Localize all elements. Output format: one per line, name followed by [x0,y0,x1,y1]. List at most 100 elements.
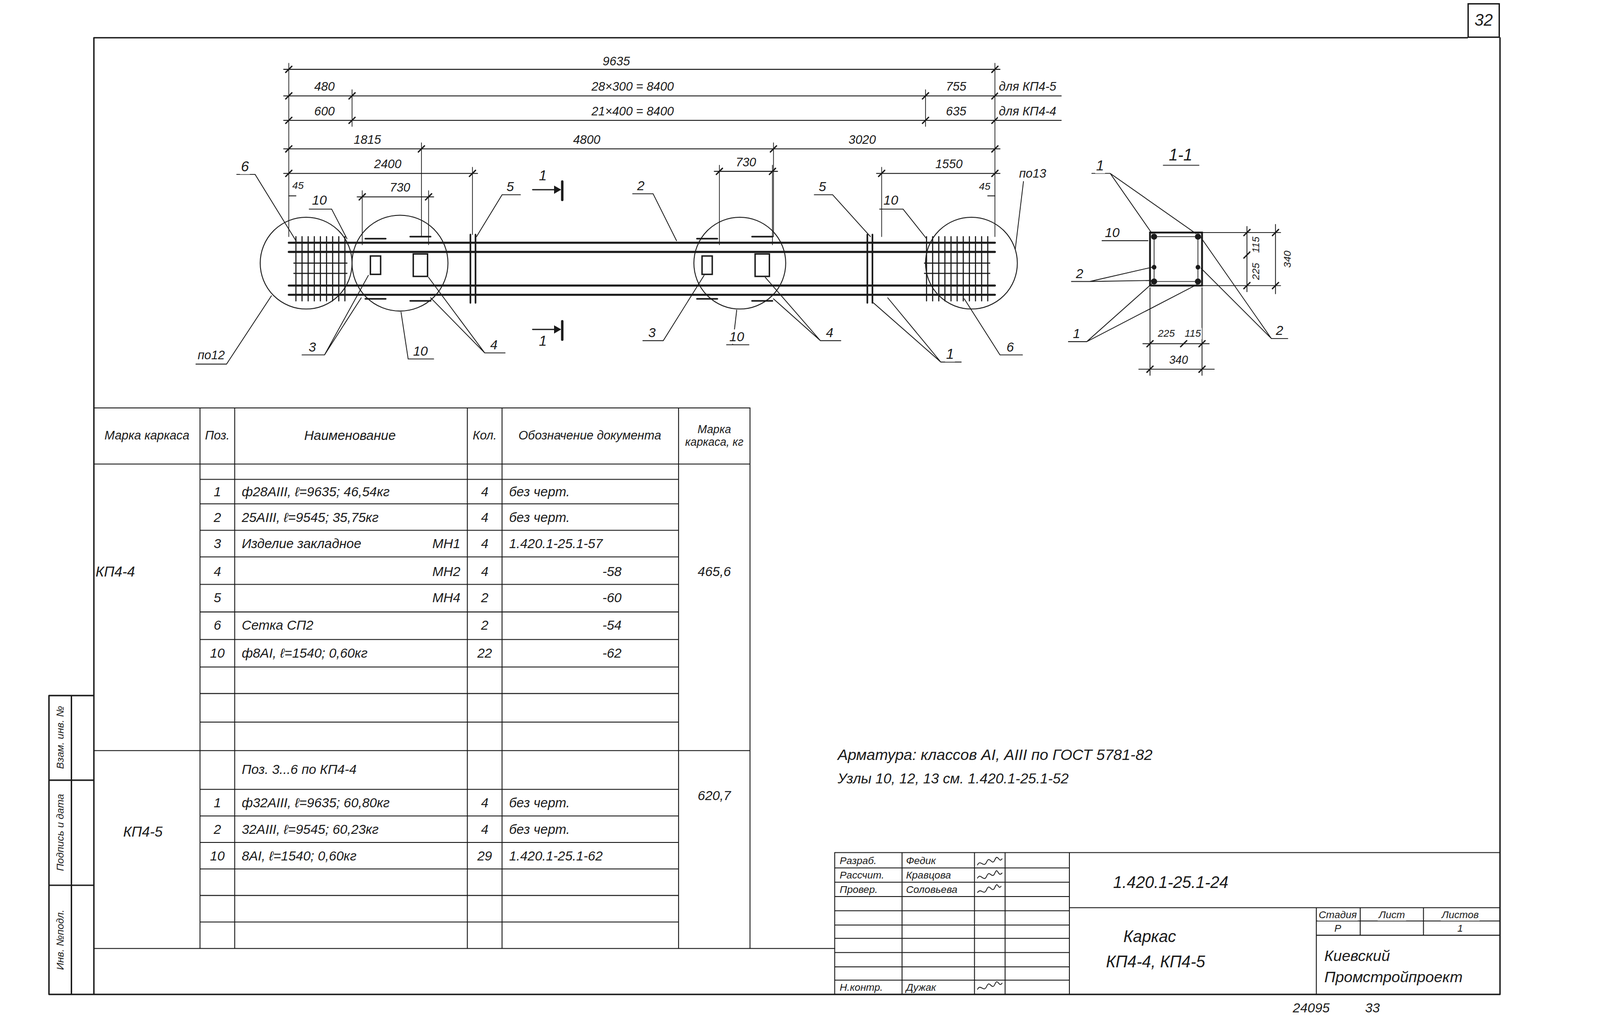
dimension-text: 340 [1282,249,1294,269]
dimension-text: 3020 [847,132,877,147]
stamp-text: Промстройпроект [1323,969,1464,986]
detail-circle [693,217,786,310]
section-cut [532,189,555,330]
dimension-text: 635 [944,104,968,119]
table-cell: 10 [209,848,226,864]
table-cell: 2 [212,509,222,525]
section-arrow [554,325,562,334]
table-cell: 4 [480,822,490,837]
table-cell: без черт. [508,484,571,500]
callout-number: 10 [728,329,746,344]
page-number-box: 32 [1467,3,1500,38]
dimension-text: 340 [1168,353,1189,367]
stamp-text: Кравцова [905,870,953,882]
stamp-text: 1 [1456,922,1465,935]
section-arrow [554,185,562,194]
stamp-text: Разраб. [838,855,878,867]
dimension-text: 115 [1183,328,1202,340]
dimension-text: 1815 [353,132,382,147]
table-header: Марка каркаса, кг [679,423,749,449]
table-cell: 4 [480,536,490,551]
stamp-text: Н.контр. [838,982,885,994]
table-cell: 29 [476,848,494,864]
table-cell: 1 [212,484,222,500]
stamp-text: Каркас [1122,927,1178,946]
section-title: 1-1 [1168,146,1194,165]
table-header: Обозначение документа [512,429,668,443]
section-ties [1154,236,1198,282]
table-cell: 8АI, ℓ=1540; 0,60кг [240,848,358,864]
ties [293,236,991,302]
signatures [977,857,1002,990]
callout-number: 3 [307,339,317,354]
table-header: Поз. [204,429,231,443]
table-cell: 2 [212,822,222,837]
dimension-ticks [285,66,999,200]
table-cell: 4 [480,563,490,579]
page-number: 32 [1474,11,1493,30]
callout-number: 1 [944,346,955,363]
callout-number: 1 [537,333,548,349]
table-cell: без черт. [508,822,571,837]
extension-lines [288,63,995,245]
embedded-item [413,253,428,277]
callout-number: по13 [1017,166,1047,181]
stamp-text: Лист [1377,909,1406,922]
dimension-lines [283,69,1062,198]
stamp-text: Стадия [1317,909,1358,922]
dimension-text: для КП4-5 [998,79,1058,94]
table-cell: -62 [601,645,623,661]
dimension-text: 2400 [373,157,403,171]
section-cut [560,181,564,340]
stamp-text: Взам. инв. № [54,705,66,771]
section-ticks [1146,229,1279,373]
stamp-text: Соловьева [905,884,959,896]
longitudinal-bars [288,242,995,295]
table-cell: 1.420.1-25.1-57 [508,536,604,551]
table-cell: 4 [480,484,490,500]
stamp-text: Листов [1440,909,1480,922]
table-cell: -58 [601,563,623,579]
table-cell: 465,6 [696,563,733,579]
table-cell: 620,7 [696,788,733,803]
table-cell: МН2 [431,563,462,579]
table-cell: МН1 [431,536,462,551]
dimension-text: 1550 [934,157,964,171]
stamp-text: Дужак [905,982,938,994]
stamp-text: Федик [905,855,937,867]
callout-number: 2 [1274,323,1284,338]
dimension-text: 600 [313,104,336,119]
dimension-text: 225 [1156,328,1176,340]
sheet-frame [49,37,1501,995]
table-cell: КП4-4 [94,563,136,580]
table-cell: КП4-5 [122,823,164,840]
callout-number: 10 [1104,225,1121,240]
title-block-grid [834,852,1500,995]
stamp-text: 33 [1364,1000,1381,1016]
stamp-text: Р [1333,922,1343,935]
callout-number: 5 [505,179,515,194]
stamp-text: 24095 [1292,1000,1331,1016]
dimension-text: 45 [978,181,992,193]
section-bars [1150,233,1202,285]
callout-number: 1 [537,167,548,184]
embedded-item [370,256,381,275]
dimension-text: 755 [944,79,968,94]
callout-number: 10 [311,192,328,207]
section-dimensions [1138,224,1281,376]
stamp-text: Инв. №подл. [54,908,66,972]
dimension-text: 45 [291,179,305,192]
dimension-text: 730 [389,181,412,195]
table-cell: 5 [212,590,222,606]
embedded-plates [365,234,873,303]
table-header: Кол. [471,429,498,443]
embedded-item [755,253,770,277]
dimension-text: для КП4-4 [998,104,1058,119]
table-cell: Сетка СП2 [240,618,315,633]
note-text: Узлы 10, 12, 13 см. 1.420.1-25.1-52 [836,770,1070,787]
table-grid [93,408,835,949]
callout-number: 6 [239,158,250,175]
dimension-text: 115 [1250,235,1262,254]
section-leaders [1068,165,1289,342]
